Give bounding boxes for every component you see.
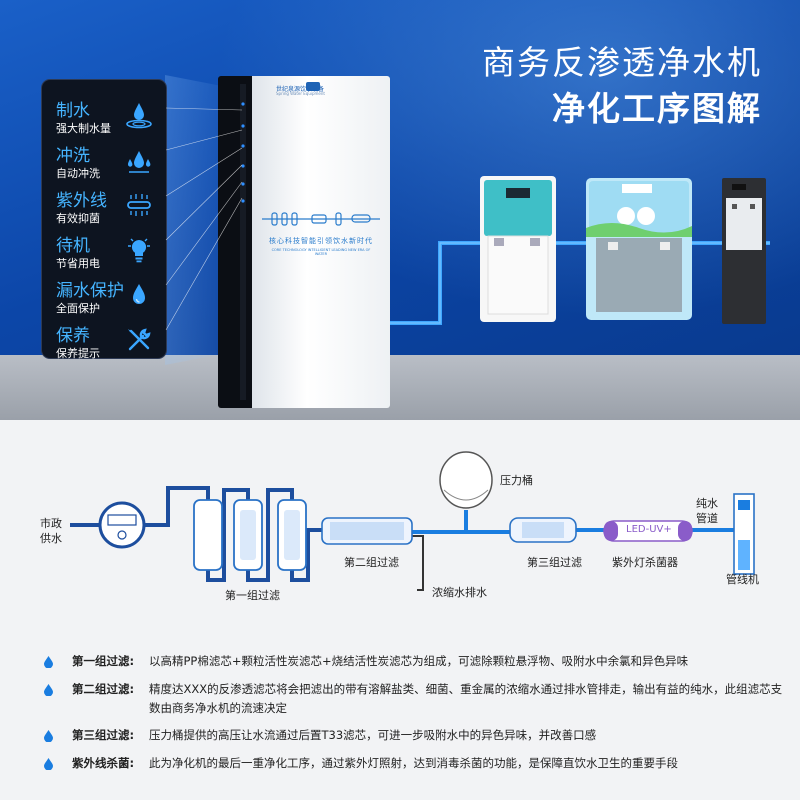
water-drop-icon — [44, 730, 53, 742]
label-stage3: 第三组过滤 — [527, 556, 582, 569]
machine-tagline-en: CORE TECHNOLOGY INTELLIGENT LEADING NEW … — [271, 248, 371, 256]
machine-tagline: 核心科技智能引领饮水新时代 — [269, 237, 373, 245]
feature-item-flush: 冲洗 自动冲洗 — [42, 139, 166, 183]
label-concentrate-drain: 浓缩水排水 — [432, 586, 487, 599]
feature-item-uv: 紫外线 有效抑菌 — [42, 184, 166, 228]
feature-item-standby: 待机 节省用电 — [42, 229, 166, 273]
feature-name: 冲洗 — [56, 146, 90, 166]
feature-desc: 保养提示 — [56, 347, 100, 360]
label-uv-sterilizer: 紫外灯杀菌器 — [612, 556, 678, 569]
hero-banner: 商务反渗透净水机 净化工序图解 制水 强大制水量 冲洗 自动冲洗 紫外线 有效 — [0, 0, 800, 420]
flow-diagram — [70, 451, 755, 591]
feature-desc: 强大制水量 — [56, 122, 111, 135]
stage-descriptions: 第一组过滤: 以高精PP棉滤芯+颗粒活性炭滤芯+烧结活性炭滤芯为组成，可滤除颗粒… — [0, 640, 800, 800]
dispenser-cartoon — [586, 178, 692, 320]
light-beam — [165, 75, 225, 365]
feature-name: 漏水保护 — [56, 281, 124, 301]
wrench-screwdriver-icon — [128, 328, 151, 351]
label-pipeline-machine: 管线机 — [726, 573, 759, 586]
uv-lamp-icon — [127, 194, 151, 216]
machine-brand: 世纪泉源饮水设备 — [276, 86, 325, 93]
water-drop-icon — [44, 758, 53, 770]
feature-desc: 节省用电 — [56, 257, 100, 270]
machine-front-panel — [252, 76, 390, 408]
page-title: 商务反渗透净水机 — [482, 43, 762, 82]
feature-desc: 自动冲洗 — [56, 167, 100, 180]
feature-desc: 全面保护 — [56, 302, 100, 315]
feature-name: 待机 — [56, 236, 90, 256]
water-drop-splash-icon — [126, 103, 152, 129]
label-uv-lamp: LED-UV+ — [626, 524, 672, 535]
water-meter-shape — [98, 501, 146, 549]
feature-name: 制水 — [56, 101, 90, 121]
commercial-purifier: 世纪泉源饮水设备 Spring Water Equipment 核心科技智能引领… — [218, 76, 390, 408]
feature-item-make-water: 制水 强大制水量 — [42, 94, 166, 138]
purification-diagram: 市政供水 第一组过滤 第二组过滤 浓缩水排水 压力桶 第三组过滤 LED-UV+… — [0, 420, 800, 640]
feature-name: 保养 — [56, 326, 90, 346]
dispenser-teal — [480, 176, 556, 322]
floor — [0, 355, 800, 420]
light-bulb-icon — [128, 238, 150, 263]
label-pure-water-pipe: 纯水管道 — [696, 497, 718, 525]
feature-desc: 有效抑菌 — [56, 212, 100, 225]
front-decoration — [262, 82, 380, 226]
status-lights — [240, 84, 246, 400]
label-stage2: 第二组过滤 — [344, 556, 399, 569]
feature-item-leak-protection: 漏水保护 全面保护 — [42, 274, 166, 318]
feature-item-maintenance: 保养 保养提示 — [42, 319, 166, 363]
label-stage1: 第一组过滤 — [225, 589, 280, 602]
water-drop-icon — [44, 684, 53, 696]
dispenser-black — [722, 178, 766, 324]
leak-drop-icon — [133, 284, 145, 304]
machine-side-panel — [218, 76, 252, 408]
feature-panel: 制水 强大制水量 冲洗 自动冲洗 紫外线 有效抑菌 — [42, 80, 166, 360]
feature-name: 紫外线 — [56, 191, 107, 211]
callout-lines — [0, 0, 800, 420]
water-drops-icon — [128, 151, 151, 173]
water-drop-icon — [44, 656, 53, 668]
label-pressure-tank: 压力桶 — [500, 474, 533, 487]
label-municipal-water: 市政供水 — [40, 517, 62, 545]
page-subtitle: 净化工序图解 — [552, 89, 762, 128]
machine-brand-en: Spring Water Equipment — [276, 91, 325, 96]
